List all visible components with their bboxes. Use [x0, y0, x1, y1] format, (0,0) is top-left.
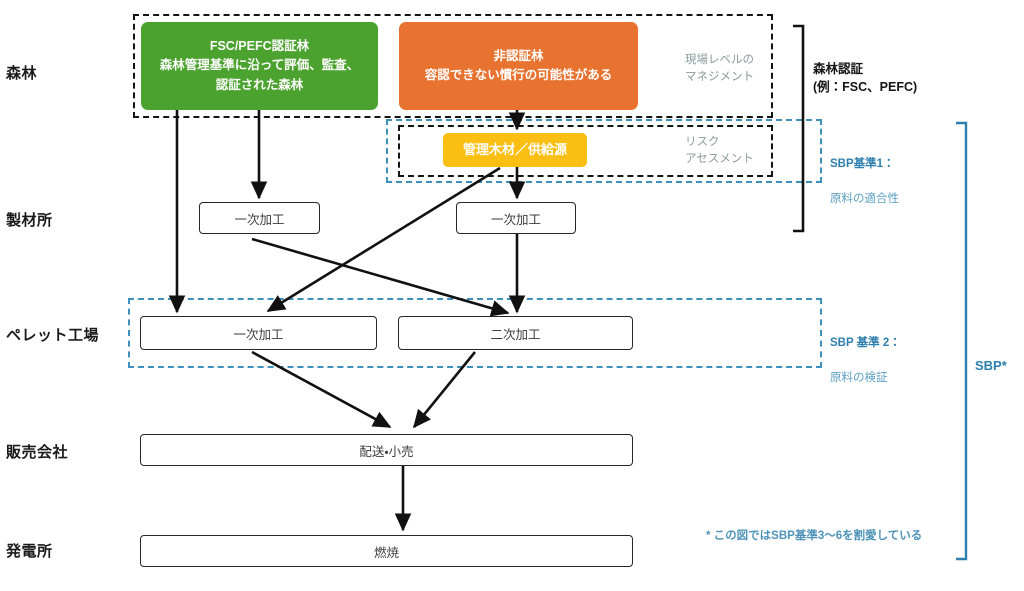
box-pellet-secondary[interactable]: 二次加工 [398, 316, 633, 350]
annotation-sbp-overall: SBP* [975, 358, 1007, 373]
annotation-sbp-standard-1-title: SBP基準1： [830, 158, 895, 171]
row-label-forest: 森林 [6, 65, 38, 82]
box-combustion[interactable]: 燃焼 [140, 535, 633, 567]
annotation-sbp-standard-1: SBP基準1： 原料の適合性 [830, 139, 899, 208]
box-pellet-primary[interactable]: 一次加工 [140, 316, 377, 350]
frame-risk-assessment [398, 125, 773, 177]
annotation-sbp-standard-1-sub: 原料の適合性 [830, 192, 899, 205]
frame-site-level-management [133, 14, 773, 118]
box-certified-forest[interactable]: FSC/PEFC認証林 森林管理基準に沿って評価、監査、 認証された森林 [141, 22, 378, 110]
box-sawmill-primary-left[interactable]: 一次加工 [199, 202, 320, 234]
box-uncertified-forest[interactable]: 非認証林 容認できない慣行の可能性がある [399, 22, 638, 110]
box-sawmill-primary-right[interactable]: 一次加工 [456, 202, 576, 234]
arrow-controlled-wood-to-pellet-primary [266, 166, 501, 313]
box-distribution-retail[interactable]: 配送・小売 [140, 434, 633, 466]
annotation-sbp-standard-2: SBP 基準 2： 原料の検証 [830, 318, 901, 387]
row-label-distributor: 販売会社 [6, 444, 69, 461]
annotation-site-level-management: 現場レベルの マネジメント [685, 54, 754, 84]
footnote-sbp: * この図ではSBP基準3〜6を割愛している [706, 530, 923, 542]
frame-sbp-standard-1 [386, 119, 822, 183]
box-controlled-wood[interactable]: 管理木材／供給源 [443, 133, 587, 167]
annotation-sbp-standard-2-sub: 原料の検証 [830, 371, 888, 384]
annotation-risk-assessment: リスク アセスメント [685, 136, 754, 166]
annotation-forest-certification: 森林認証 (例：FSC、PEFC) [813, 62, 918, 95]
row-label-sawmill: 製材所 [6, 212, 53, 229]
bracket-sbp-overall [956, 121, 968, 561]
annotation-sbp-standard-2-title: SBP 基準 2： [830, 337, 901, 350]
row-label-power-plant: 発電所 [6, 543, 53, 560]
row-label-pellet-plant: ペレット工場 [6, 327, 100, 344]
